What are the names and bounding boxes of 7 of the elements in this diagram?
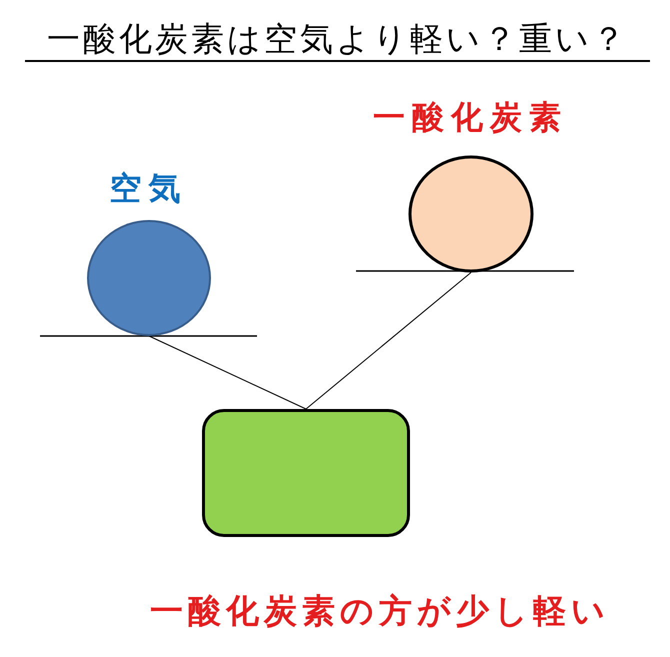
substance-label: 空気 — [108, 170, 188, 206]
title: 一酸化炭素は空気より軽い？重い？ — [25, 20, 650, 62]
balance-arm — [306, 272, 472, 410]
caption: 一酸化炭素の方が少し軽い — [150, 592, 610, 630]
substance-label: 一酸化炭素 — [372, 99, 568, 135]
balance-arm — [148, 336, 306, 410]
scale-base — [202, 409, 410, 537]
